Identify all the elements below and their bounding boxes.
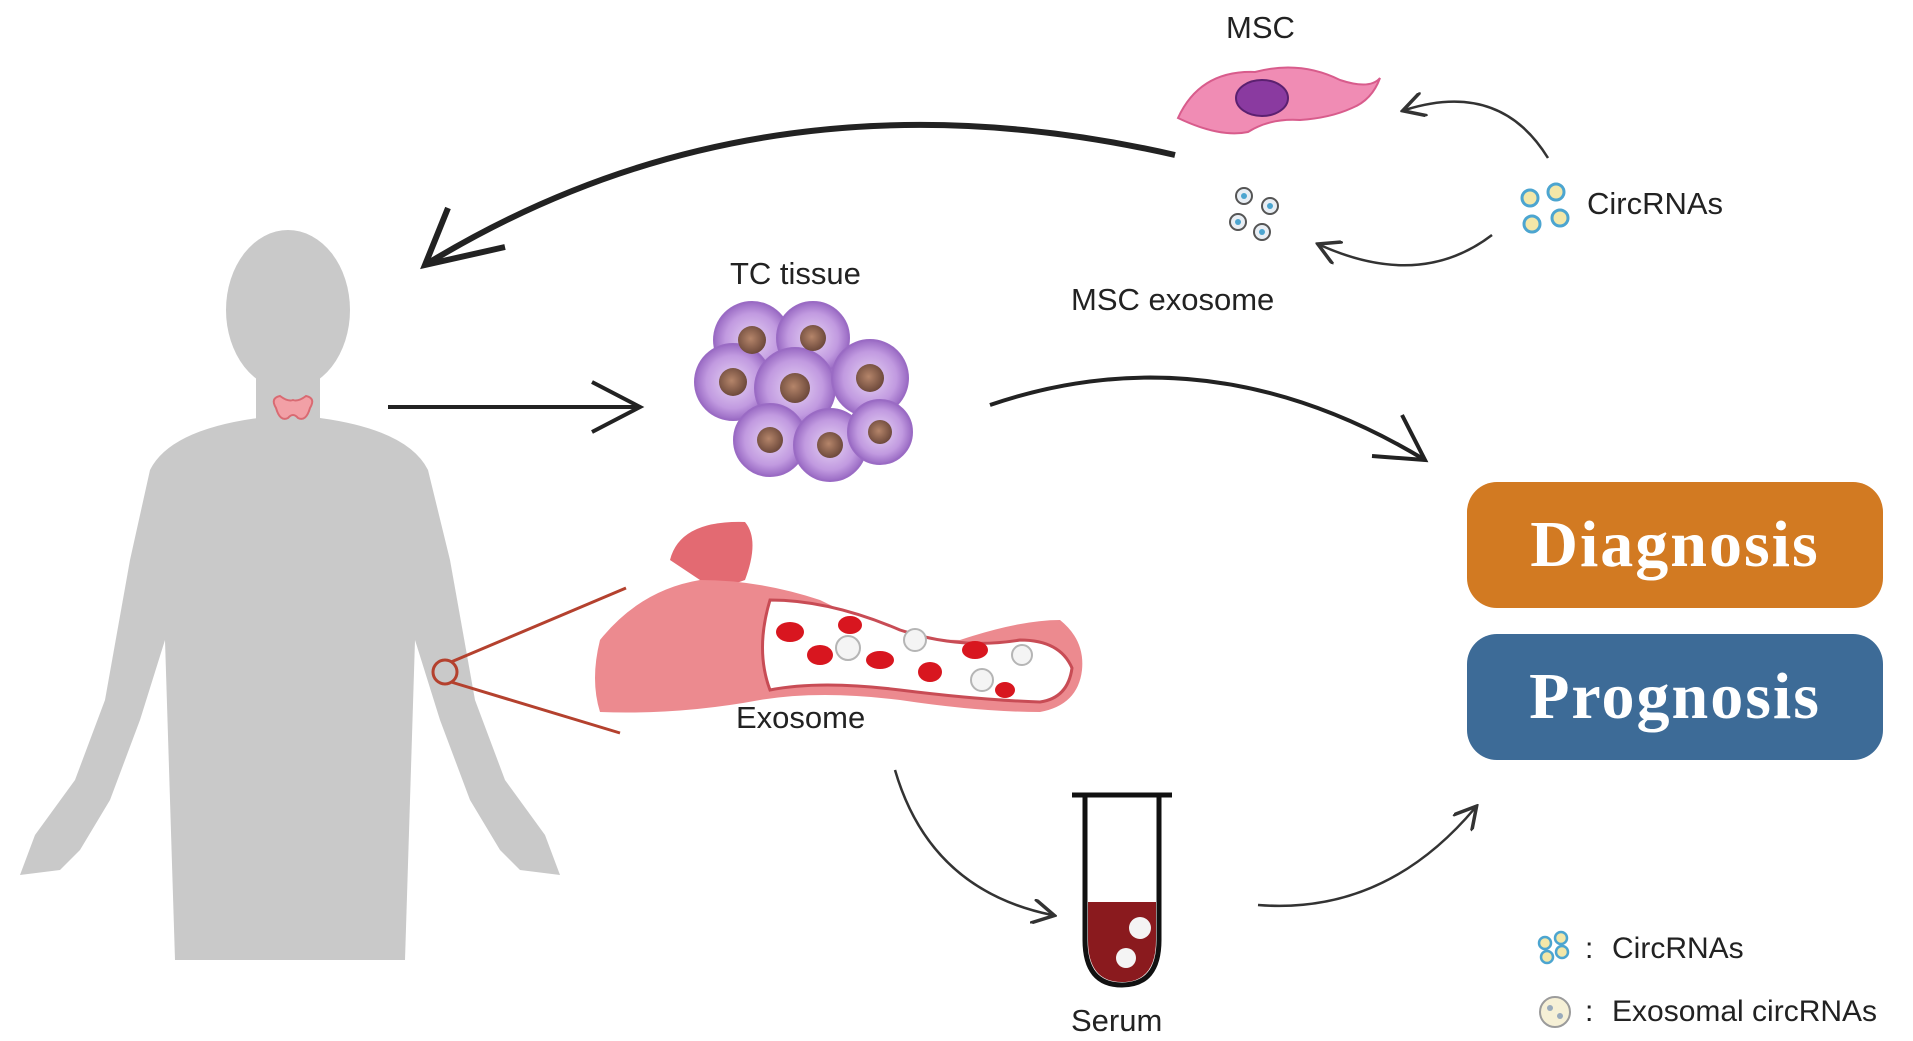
human-silhouette <box>20 230 560 960</box>
label-serum: Serum <box>1071 1003 1163 1038</box>
legend-sep-1: : <box>1585 932 1594 965</box>
circrnas-cluster <box>1520 182 1570 234</box>
msc-cell <box>1176 66 1381 135</box>
tc-tissue-cells <box>694 301 913 482</box>
arrows <box>388 102 1550 915</box>
legend-sep-2: : <box>1585 995 1594 1028</box>
blood-vessel <box>595 521 1083 713</box>
diagnosis-box: Diagnosis <box>1467 482 1883 608</box>
label-msc: MSC <box>1226 10 1295 45</box>
magnifier-lines <box>431 586 627 735</box>
prognosis-box: Prognosis <box>1467 634 1883 760</box>
thyroid-icon <box>272 394 314 420</box>
label-msc-exosome: MSC exosome <box>1071 282 1275 317</box>
legend-item-circrnas: CircRNAs <box>1612 932 1744 965</box>
legend-exosomal-icon <box>1539 996 1571 1028</box>
legend-item-exosomal: Exosomal circRNAs <box>1612 995 1878 1028</box>
label-tc-tissue: TC tissue <box>730 256 861 291</box>
label-circrnas: CircRNAs <box>1587 186 1724 221</box>
label-exosome: Exosome <box>736 700 866 735</box>
legend-circrna-icon <box>1537 930 1570 965</box>
msc-exosome-cluster <box>1229 187 1279 241</box>
serum-tube <box>1072 792 1172 988</box>
